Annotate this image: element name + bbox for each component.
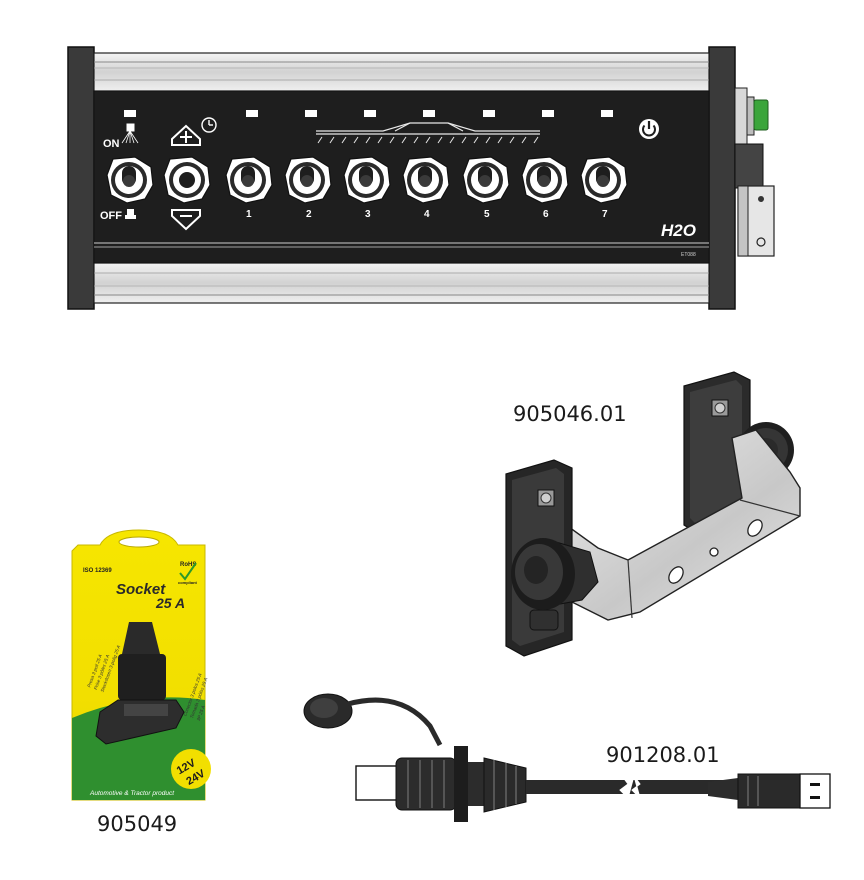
cable-plug-body — [395, 746, 527, 822]
switch-number-7: 7 — [602, 209, 608, 220]
switch-number-1: 1 — [246, 209, 252, 220]
boom-sections-graphic — [316, 122, 540, 144]
section-toggle-switch-7[interactable] — [580, 156, 628, 204]
pressure-rocker-button[interactable] — [163, 156, 211, 204]
package-rohs-sub: compliant — [178, 580, 198, 585]
switch-number-2: 2 — [306, 209, 312, 220]
section-toggle-switch-1[interactable] — [225, 156, 273, 204]
power-cable: 901208.01 — [303, 693, 831, 822]
led-2 — [305, 110, 317, 117]
timer-clock-icon — [201, 117, 217, 133]
switch-number-6: 6 — [543, 209, 549, 220]
led-7 — [601, 110, 613, 117]
section-toggle-switch-4[interactable] — [402, 156, 450, 204]
socket-package: ISO 12369 RoHS compliant Socket 25 A Pre… — [71, 529, 211, 836]
left-end-cap — [67, 46, 95, 310]
section-toggle-switch-3[interactable] — [343, 156, 391, 204]
pressure-decrease-icon — [171, 209, 201, 231]
socket-product-image — [95, 622, 185, 745]
section-toggle-switch-5[interactable] — [462, 156, 510, 204]
voltage-badge — [171, 749, 211, 789]
cable-plug-tip — [355, 765, 399, 801]
package-hang-hole — [118, 536, 160, 548]
side-mounting-plate — [737, 185, 775, 257]
aluminium-profile-bottom — [93, 262, 710, 304]
switch-number-4: 4 — [424, 209, 430, 220]
cable-end-connector — [708, 773, 831, 809]
section-toggle-switch-2[interactable] — [284, 156, 332, 204]
off-label: OFF — [100, 210, 122, 222]
aluminium-profile-top — [93, 52, 710, 92]
section-toggle-switch-6[interactable] — [521, 156, 569, 204]
package-rohs-label: RoHS — [180, 562, 196, 568]
rohs-check-icon — [179, 562, 197, 581]
led-3 — [364, 110, 376, 117]
bracket-front-knob — [511, 538, 599, 610]
cable-part-number: 901208.01 — [606, 743, 720, 767]
nozzle-off-icon — [125, 209, 136, 219]
package-lang-right-3: 3P 25 A — [196, 705, 206, 722]
bracket-part-number: 905046.01 — [513, 402, 627, 426]
led-4 — [423, 110, 435, 117]
package-title-line1: Socket — [116, 581, 166, 598]
bracket-metal-u — [539, 429, 801, 621]
switch-number-3: 3 — [365, 209, 371, 220]
package-part-number: 905049 — [97, 812, 177, 836]
right-end-cap — [708, 46, 736, 310]
package-footer: Automotive & Tractor product — [89, 790, 175, 797]
led-1 — [246, 110, 258, 117]
side-connector — [734, 87, 769, 189]
brand-label: H2O — [661, 221, 696, 240]
control-box: ON OFF — [67, 46, 775, 310]
switch-number-5: 5 — [484, 209, 490, 220]
power-icon[interactable] — [639, 119, 659, 139]
switch-number-labels: 1 2 3 4 5 6 7 — [246, 209, 608, 220]
bracket-slots — [668, 519, 763, 584]
on-label: ON — [103, 138, 120, 150]
cable-break-mark — [619, 774, 641, 800]
master-toggle-switch[interactable] — [106, 156, 154, 204]
nozzle-spray-icon — [121, 123, 139, 144]
led-indicators — [124, 110, 613, 117]
led-master — [124, 110, 136, 117]
led-6 — [542, 110, 554, 117]
package-iso-label: ISO 12369 — [83, 568, 112, 574]
led-5 — [483, 110, 495, 117]
cable-dust-cap — [303, 693, 443, 747]
pressure-increase-icon — [171, 124, 201, 146]
mounting-bracket: 905046.01 — [505, 371, 801, 657]
model-code: ET088 — [681, 252, 696, 258]
package-title-line2: 25 A — [155, 595, 185, 611]
